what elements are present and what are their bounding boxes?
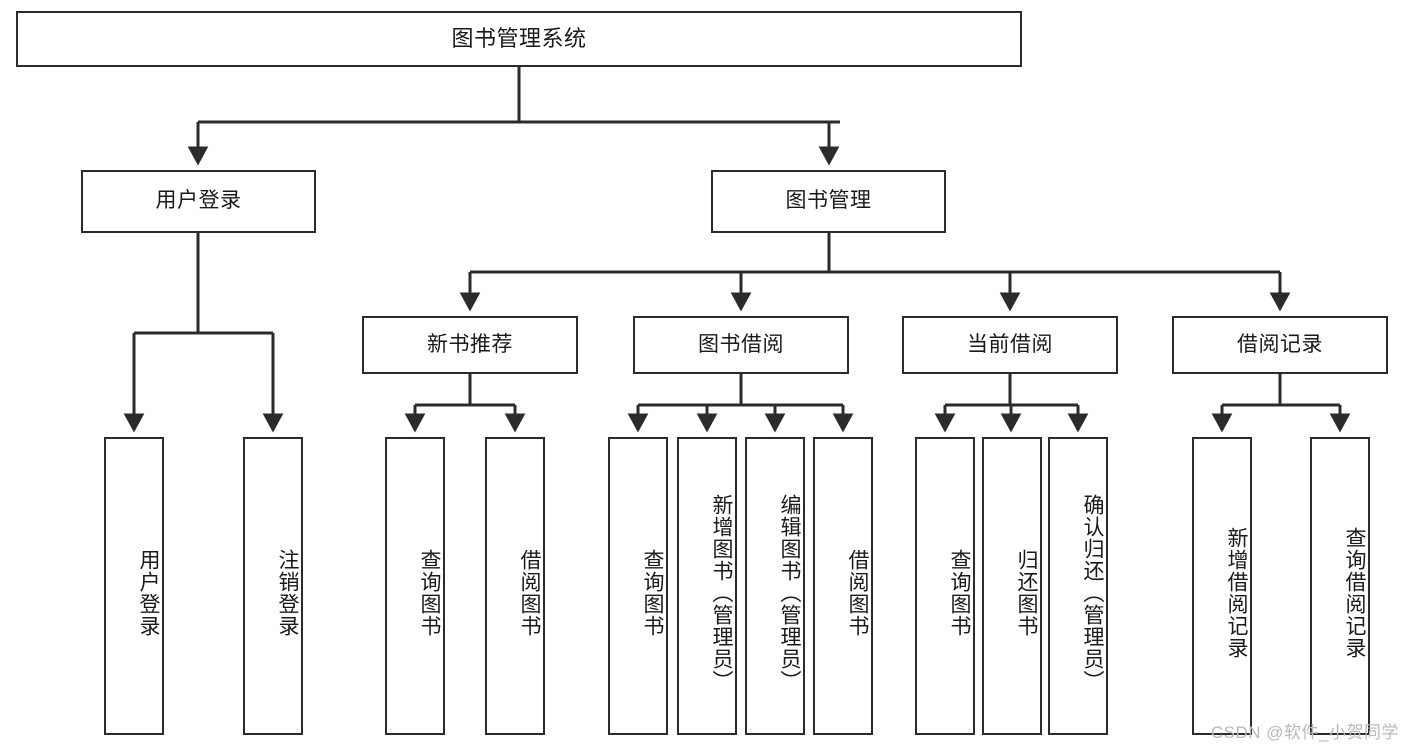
node-user-login[interactable]: 用户登录: [81, 170, 316, 233]
node-new-book-recommend[interactable]: 新书推荐: [362, 316, 578, 374]
leaf-confirm-return-admin[interactable]: 确认归还（管理员）: [1048, 437, 1108, 735]
node-book-management[interactable]: 图书管理: [711, 170, 946, 233]
leaf-borrow-book[interactable]: 借阅图书: [813, 437, 873, 735]
leaf-query-book-borrow[interactable]: 查询图书: [608, 437, 668, 735]
leaf-query-book-new[interactable]: 查询图书: [385, 437, 445, 735]
node-book-borrow[interactable]: 图书借阅: [633, 316, 849, 374]
leaf-logout[interactable]: 注销登录: [243, 437, 303, 735]
leaf-user-login[interactable]: 用户登录: [104, 437, 164, 735]
node-current-borrow[interactable]: 当前借阅: [902, 316, 1118, 374]
leaf-query-book-current[interactable]: 查询图书: [915, 437, 975, 735]
leaf-add-book-admin[interactable]: 新增图书（管理员）: [677, 437, 737, 735]
node-borrow-record[interactable]: 借阅记录: [1172, 316, 1388, 374]
node-root[interactable]: 图书管理系统: [16, 11, 1022, 67]
leaf-return-book[interactable]: 归还图书: [982, 437, 1042, 735]
leaf-borrow-book-new[interactable]: 借阅图书: [485, 437, 545, 735]
csdn-watermark: CSDN @软件_小贺同学: [1210, 723, 1399, 742]
leaf-query-borrow-record[interactable]: 查询借阅记录: [1310, 437, 1370, 735]
leaf-edit-book-admin[interactable]: 编辑图书（管理员）: [745, 437, 805, 735]
leaf-add-borrow-record[interactable]: 新增借阅记录: [1192, 437, 1252, 735]
